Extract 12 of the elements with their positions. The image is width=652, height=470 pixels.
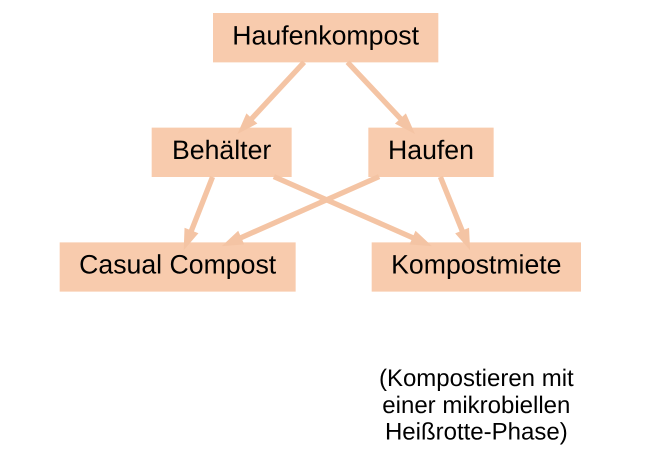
node-box: Casual Compost [60, 242, 296, 292]
node-box: Behälter [152, 128, 292, 177]
arrow [184, 176, 216, 250]
node-label: (Kompostieren mit einer mikrobiellen Heißrotte-Phase) [378, 365, 574, 446]
node-box: Haufenkompost [213, 13, 438, 62]
node-box: Kompostmiete [372, 242, 581, 292]
arrow [438, 176, 470, 250]
arrow [346, 60, 416, 134]
arrow [222, 174, 380, 246]
arrow [237, 60, 306, 134]
arrow [272, 174, 432, 246]
node-box: Haufen [368, 128, 494, 177]
